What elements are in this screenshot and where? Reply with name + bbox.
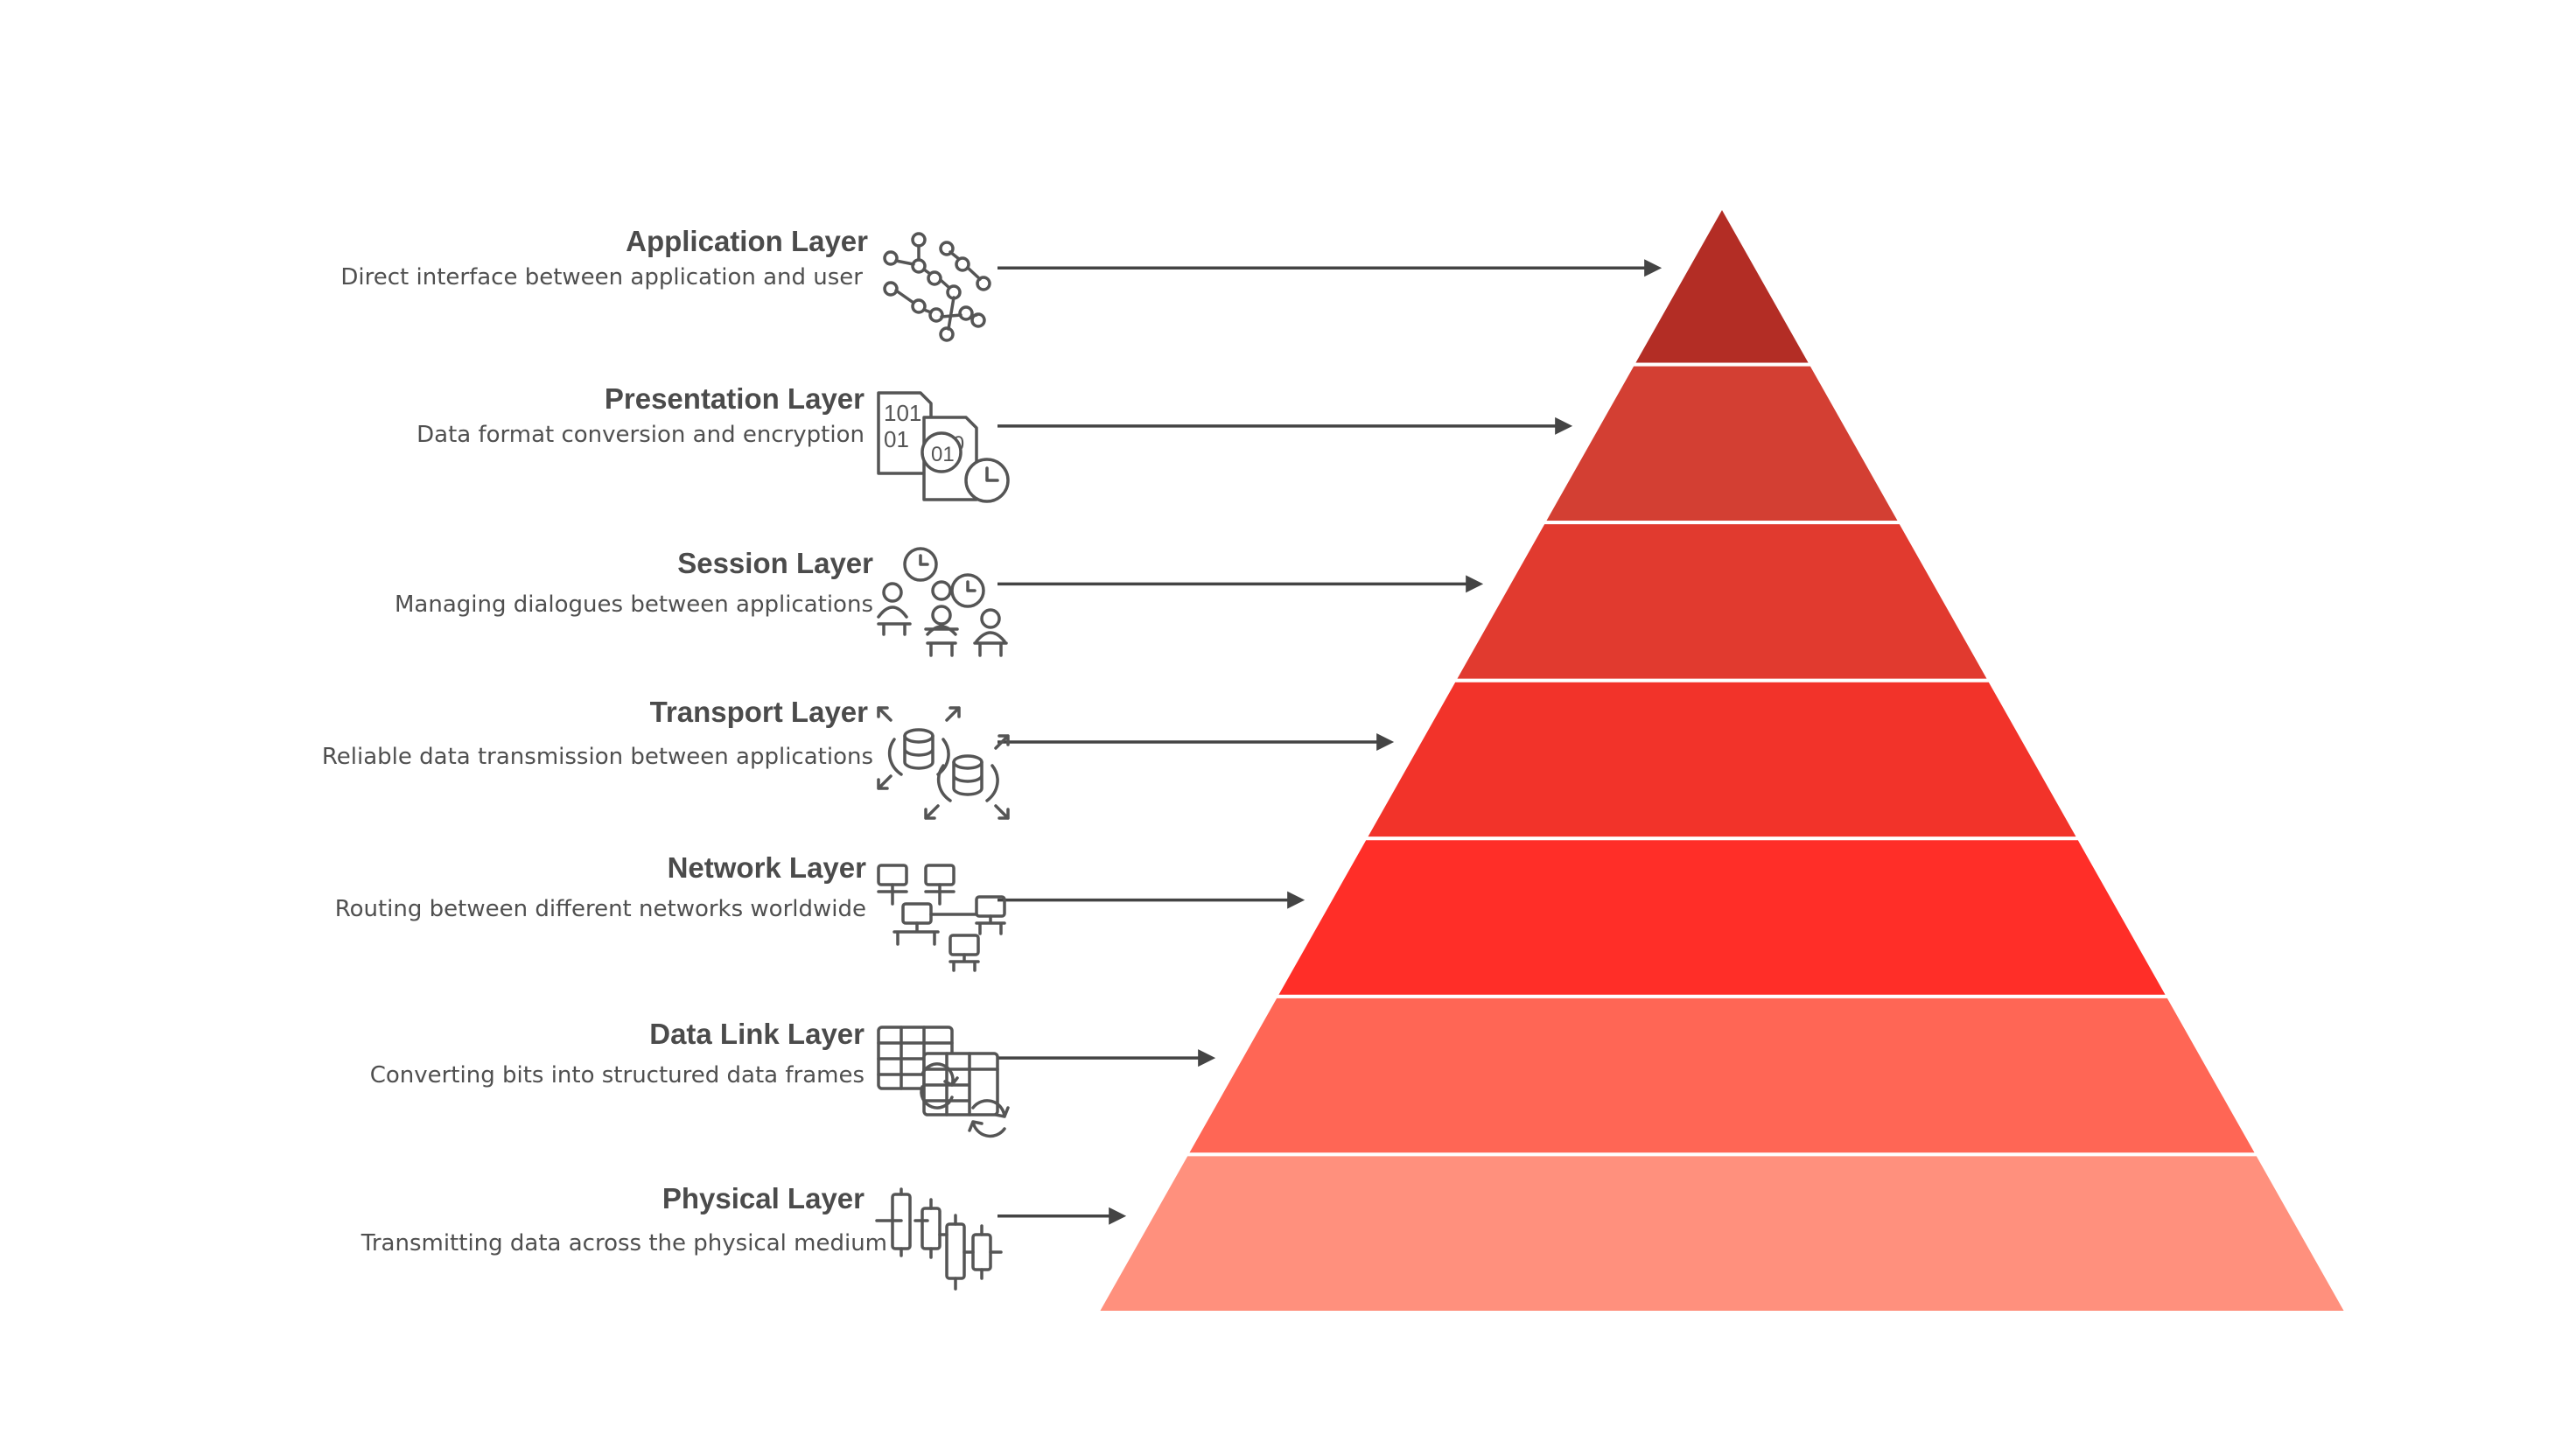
users-clock-icon — [877, 547, 1008, 657]
layer-label-application: Application Layer Direct interface betwe… — [340, 224, 868, 292]
svg-text:101: 101 — [884, 400, 921, 426]
layer-description: Routing between different networks world… — [334, 896, 866, 922]
layer-label-network: Network Layer Routing between different … — [335, 850, 866, 924]
layer-arrow-2 — [998, 416, 1573, 435]
layer-description: Direct interface between application and… — [340, 264, 863, 290]
pyramid-band-4 — [1362, 678, 2082, 841]
layer-description: Managing dialogues between applications — [395, 592, 873, 618]
layer-title: Data Link Layer — [649, 1018, 864, 1050]
layer-description: Data format conversion and encryption — [416, 422, 864, 448]
layer-arrow-3 — [998, 575, 1484, 593]
database-sync-arrows-icon — [877, 706, 1010, 820]
layer-arrow-6 — [998, 1049, 1216, 1068]
layer-title: Physical Layer — [662, 1182, 864, 1214]
layer-title: Application Layer — [626, 225, 868, 257]
pyramid-band-7 — [1094, 1152, 2350, 1314]
layer-arrow-1 — [998, 259, 1662, 277]
layer-title: Transport Layer — [649, 696, 868, 728]
layer-title: Presentation Layer — [604, 382, 864, 415]
layer-description: Reliable data transmission between appli… — [321, 744, 873, 770]
layer-label-physical: Physical Layer Transmitting data across … — [361, 1181, 887, 1258]
pyramid-band-2 — [1540, 362, 1904, 525]
pyramid-band-3 — [1451, 521, 1993, 682]
pyramid-band-6 — [1183, 994, 2261, 1157]
svg-text:01: 01 — [931, 443, 955, 466]
layer-title: Session Layer — [677, 547, 873, 579]
layer-title: Network Layer — [667, 851, 866, 884]
binary-file-clock-icon: 101 01 100 01 — [877, 391, 1010, 503]
layer-arrow-4 — [998, 733, 1395, 751]
layer-label-session: Session Layer Managing dialogues between… — [395, 546, 873, 620]
layer-label-data-link: Data Link Layer Converting bits into str… — [370, 1017, 864, 1090]
table-frames-sync-icon — [877, 1026, 1010, 1138]
svg-text:01: 01 — [884, 426, 909, 452]
layer-description: Converting bits into structured data fra… — [369, 1062, 864, 1088]
layer-label-transport: Transport Layer Reliable data transmissi… — [322, 695, 873, 772]
network-nodes-icon — [883, 232, 991, 342]
pyramid-band-1 — [1629, 202, 1815, 367]
signal-bars-icon — [875, 1187, 1003, 1291]
layer-description: Transmitting data across the physical me… — [360, 1230, 887, 1256]
layer-label-presentation: Presentation Layer Data format conversio… — [416, 382, 864, 450]
layer-arrow-7 — [998, 1207, 1127, 1225]
pyramid-band-5 — [1272, 836, 2172, 998]
layer-arrow-5 — [998, 891, 1306, 909]
computer-network-icon — [877, 864, 1006, 972]
